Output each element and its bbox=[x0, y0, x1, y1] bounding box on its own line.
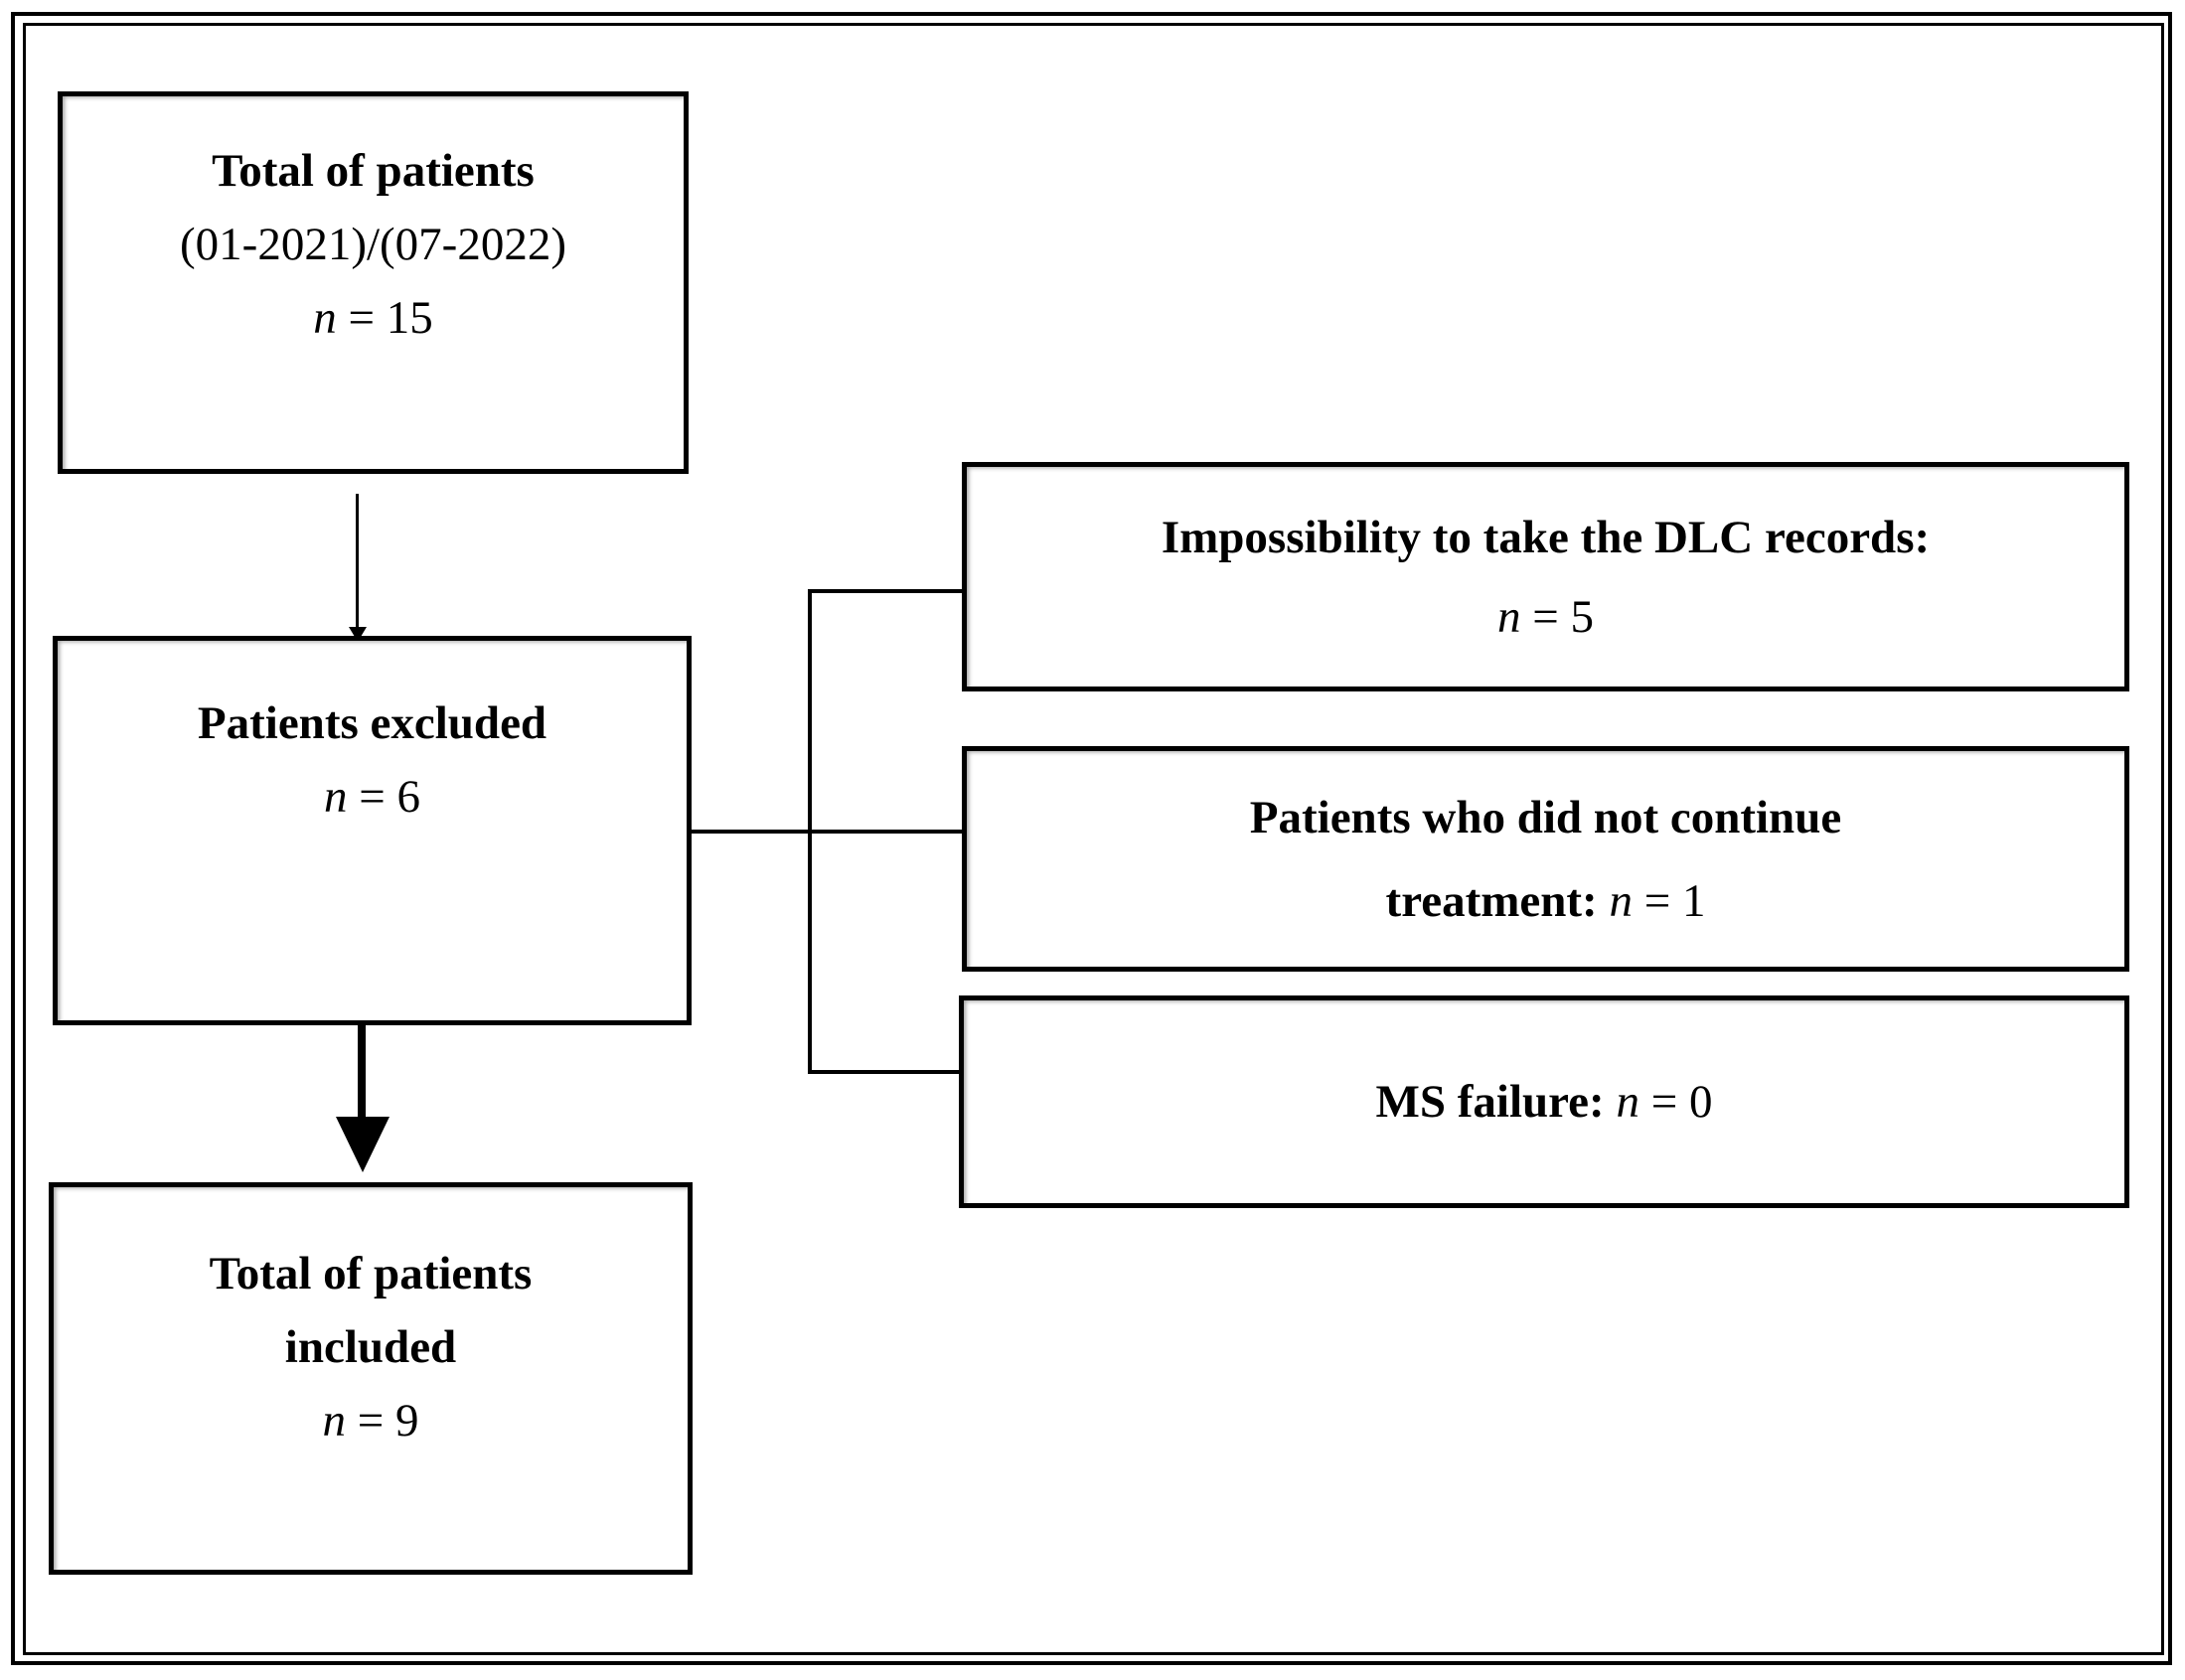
box-text-line: Impossibility to take the DLC records: bbox=[1161, 511, 1931, 563]
box-text-line: n = 5 bbox=[1496, 590, 1594, 643]
box-total-patients-included: Total of patients included n = 9 bbox=[49, 1182, 693, 1575]
box-exclusion-reason-dlc-records: Impossibility to take the DLC records: n … bbox=[962, 462, 2129, 691]
box-text-line: n = 15 bbox=[313, 292, 433, 344]
box-text-line: Patients who did not continue bbox=[1249, 791, 1842, 843]
connector-branch-to-dlc-records bbox=[808, 589, 962, 593]
box-text-line: treatment: n = 1 bbox=[1385, 874, 1706, 927]
down-arrowhead-solid-icon bbox=[336, 1117, 390, 1172]
box-patients-excluded: Patients excluded n = 6 bbox=[53, 636, 692, 1025]
box-text-line: n = 9 bbox=[322, 1395, 419, 1447]
box-text-line: Total of patients bbox=[212, 145, 535, 197]
arrow-total-to-excluded-line bbox=[356, 494, 359, 629]
arrow-excluded-to-included-line bbox=[358, 1025, 366, 1119]
connector-branch-to-did-not-continue bbox=[690, 830, 962, 834]
figure-inner-border bbox=[23, 23, 2164, 1655]
box-total-patients: Total of patients (01-2021)/(07-2022) n = … bbox=[58, 91, 689, 474]
box-text-line: included bbox=[284, 1321, 457, 1373]
box-text-line: Total of patients bbox=[209, 1248, 533, 1299]
box-text-line: MS failure: n = 0 bbox=[1375, 1076, 1713, 1128]
box-text-line: n = 6 bbox=[323, 771, 420, 823]
box-exclusion-reason-did-not-continue: Patients who did not continue treatment: … bbox=[962, 746, 2129, 972]
box-text-line: Patients excluded bbox=[197, 697, 547, 749]
box-text-line: (01-2021)/(07-2022) bbox=[180, 219, 566, 270]
connector-branch-to-ms-failure bbox=[808, 1070, 959, 1074]
figure-outer-border bbox=[11, 12, 2172, 1665]
box-exclusion-reason-ms-failure: MS failure: n = 0 bbox=[959, 995, 2129, 1208]
